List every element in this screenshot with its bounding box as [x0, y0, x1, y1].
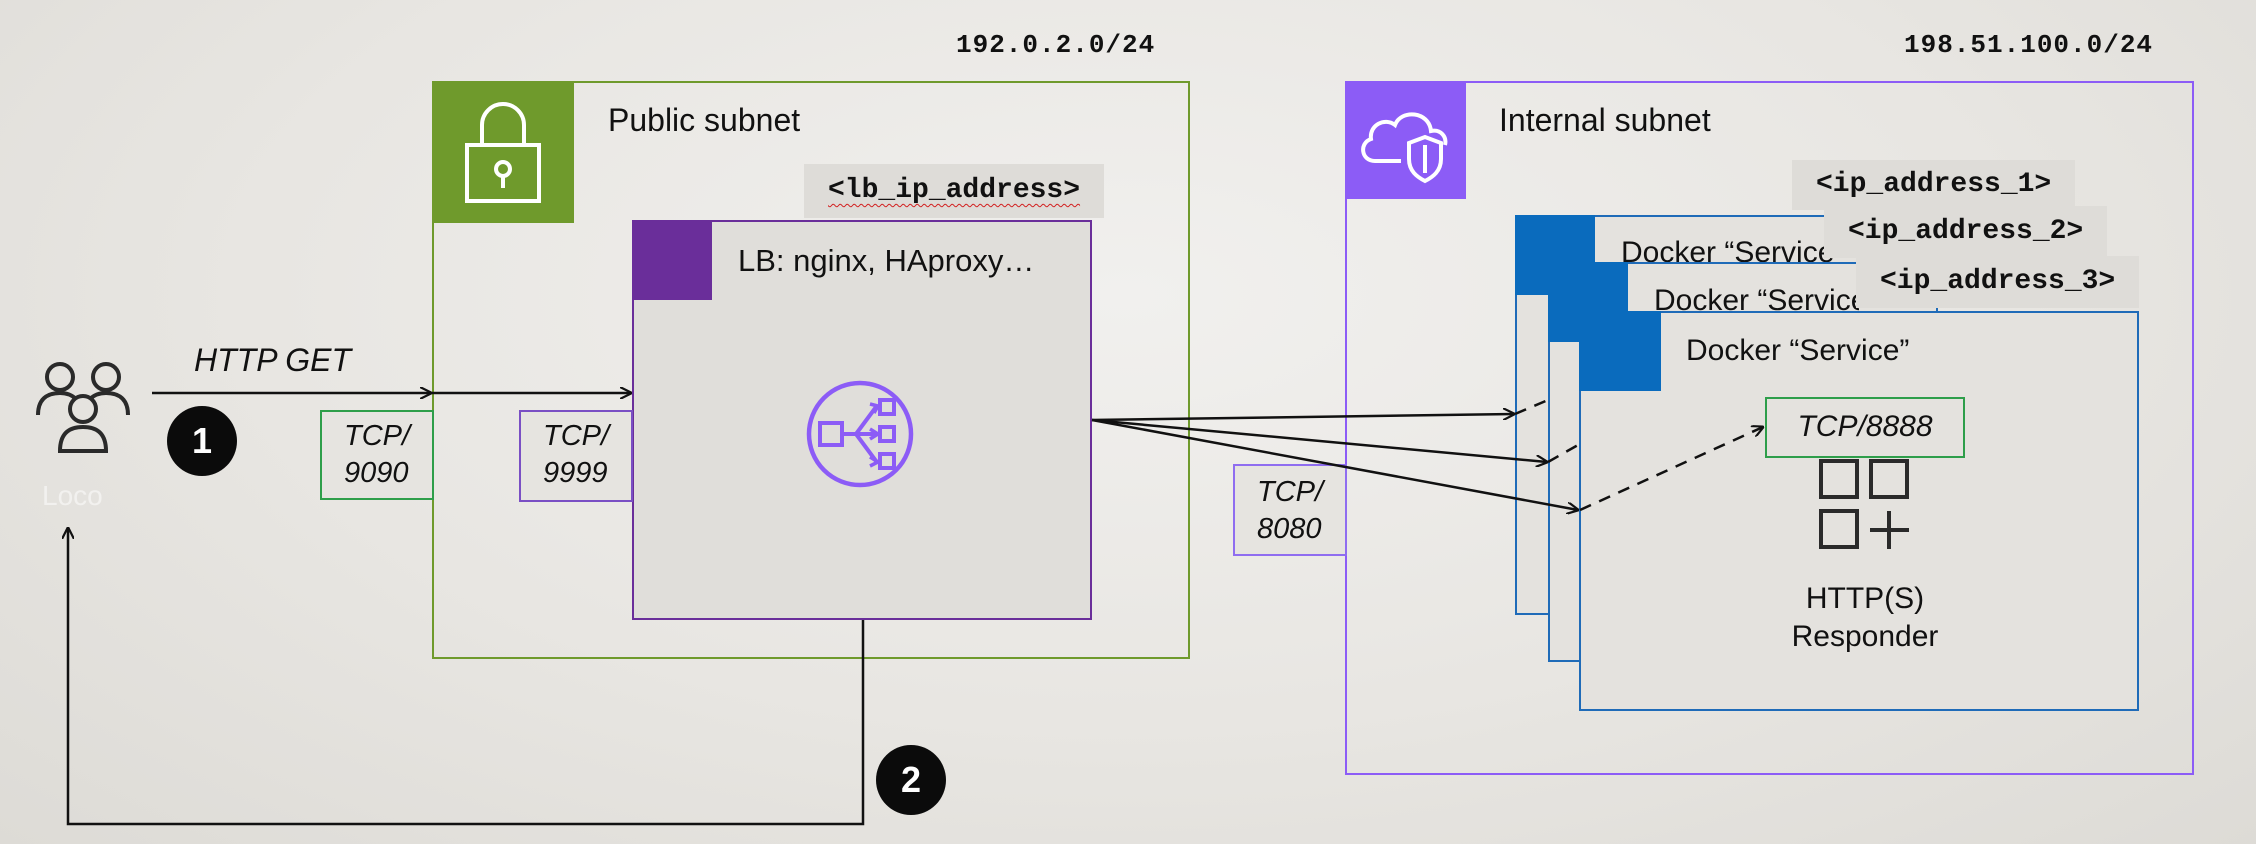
dashed-service-1	[1514, 398, 1549, 416]
arrow-response-to-user	[68, 528, 865, 826]
dashed-service-3-to-port	[1579, 427, 1763, 512]
public-subnet-box	[432, 81, 1190, 659]
user-label: Loco	[42, 480, 103, 511]
port-8080-line2: 8080	[1257, 513, 1322, 545]
http-get-label: HTTP GET	[194, 342, 352, 378]
port-8080-line1: TCP/	[1257, 476, 1324, 508]
ip-address-2: <ip_address_2>	[1824, 206, 2108, 258]
port-9999-line1: TCP/	[543, 420, 610, 452]
internal-cidr-label: 198.51.100.0/24	[1904, 30, 2154, 60]
users-icon	[34, 355, 134, 455]
dashed-service-2	[1547, 443, 1579, 464]
step-1-badge: 1	[167, 406, 237, 476]
arrow-lb-to-service-2	[1091, 418, 1547, 462]
port-9090-line1: TCP/	[344, 420, 411, 452]
load-balancer-icon	[800, 374, 920, 494]
service-label-3: Docker “Service”	[1686, 334, 1910, 367]
padlock-icon	[432, 81, 574, 223]
service-tab-3	[1579, 311, 1661, 391]
port-9090-line2: 9090	[344, 457, 409, 489]
responder-line2: Responder	[1791, 620, 1939, 653]
public-subnet-title: Public subnet	[608, 102, 801, 138]
responder-label: HTTP(S) Responder	[1740, 580, 1990, 656]
public-cidr-label: 192.0.2.0/24	[956, 30, 1156, 60]
lb-title: LB: nginx, HAproxy…	[738, 243, 1035, 278]
arrow-lb-to-service-3	[1091, 418, 1578, 510]
ip-address-3: <ip_address_3>	[1856, 256, 2140, 308]
container-grid-icon	[1817, 459, 1913, 553]
lb-tab	[632, 220, 712, 300]
step-2-badge: 2	[876, 745, 946, 815]
port-tcp-9999: TCP/ 9999	[519, 410, 633, 502]
internal-subnet-title: Internal subnet	[1499, 102, 1711, 138]
port-9999-line2: 9999	[543, 457, 608, 489]
port-tcp-8080: TCP/ 8080	[1233, 464, 1347, 556]
port-tcp-9090: TCP/ 9090	[320, 410, 434, 500]
ip-address-1: <ip_address_1>	[1792, 160, 2076, 210]
cloud-shield-icon	[1345, 81, 1466, 199]
internal-subnet-box	[1345, 81, 2194, 775]
lb-ip-address: <lb_ip_address>	[804, 164, 1105, 218]
arrow-lb-to-service-1	[1091, 414, 1514, 422]
responder-line1: HTTP(S)	[1805, 582, 1925, 615]
